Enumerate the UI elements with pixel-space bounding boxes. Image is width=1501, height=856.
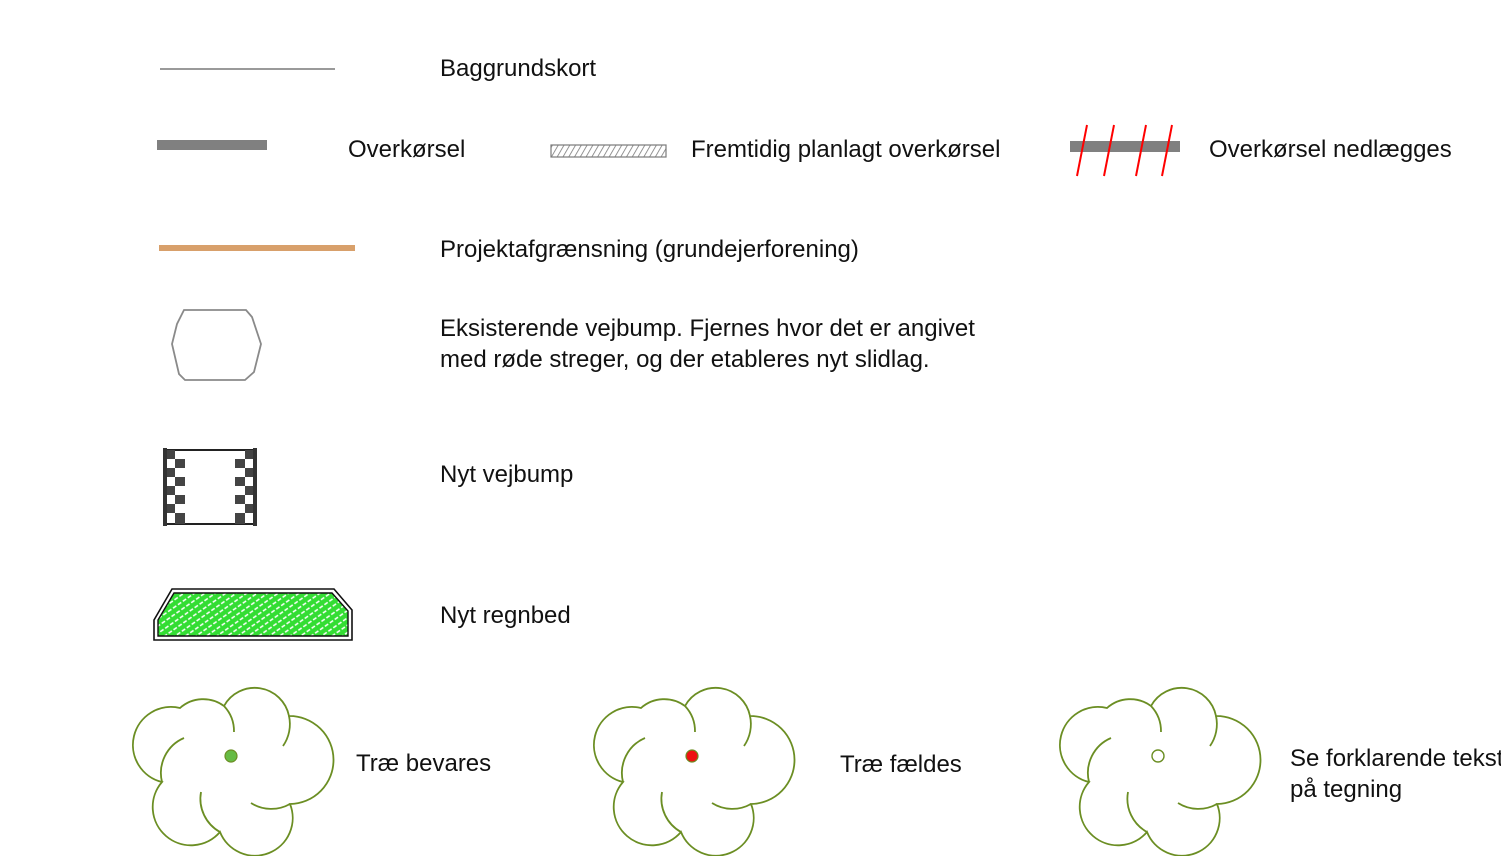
existing-speed-bump-symbol (171, 309, 262, 381)
rain-bed-symbol (153, 588, 353, 641)
project-boundary-label: Projektafgrænsning (grundejerforening) (440, 236, 859, 263)
new-bump-label: Nyt vejbump (440, 461, 574, 488)
driveway-removed-symbol (1070, 124, 1180, 177)
driveway-label: Overkørsel (348, 136, 466, 163)
background-map-line-symbol (160, 68, 335, 70)
future-driveway-label: Fremtidig planlagt overkørsel (691, 136, 1001, 163)
existing-bump-label-line2: med røde streger, og der etableres nyt s… (440, 346, 930, 373)
tree-note-label-line2: på tegning (1290, 776, 1403, 803)
new-speed-bump-symbol (163, 448, 257, 526)
background-map-label: Baggrundskort (440, 55, 597, 82)
tree-keep-label: Træ bevares (356, 750, 492, 777)
project-boundary-line-symbol (159, 245, 355, 251)
driveway-symbol (157, 140, 267, 150)
tree-keep-symbol (132, 686, 335, 856)
tree-fell-symbol (593, 686, 796, 856)
tree-fell-label: Træ fældes (840, 751, 962, 778)
driveway-removed-label: Overkørsel nedlægges (1209, 136, 1452, 163)
existing-bump-label-line1: Eksisterende vejbump. Fjernes hvor det e… (440, 315, 975, 342)
future-driveway-symbol (550, 144, 667, 158)
rain-bed-label: Nyt regnbed (440, 602, 571, 629)
tree-note-label-line1: Se forklarende tekst (1290, 745, 1501, 772)
tree-note-symbol (1059, 686, 1262, 856)
